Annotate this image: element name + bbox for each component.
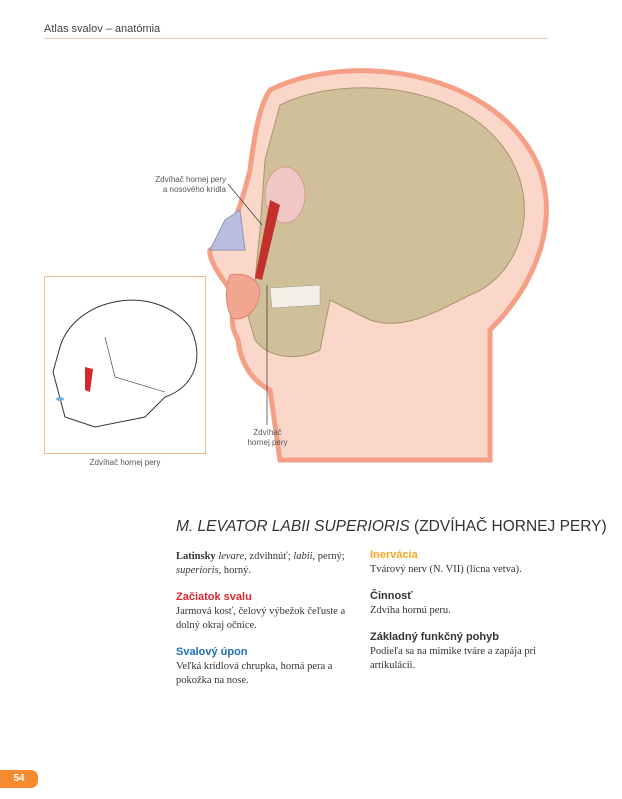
skull-line-drawing xyxy=(52,299,198,428)
label-line: Zdvíhač hornej pery xyxy=(155,175,226,184)
latin-text: , horný. xyxy=(218,565,251,576)
label-line: hornej pery xyxy=(247,438,288,447)
muscle-title: M. LEVATOR LABII SUPERIORIS (ZDVÍHAČ HOR… xyxy=(176,518,607,536)
innervation-heading: Inervácia xyxy=(370,549,418,561)
head-illustration xyxy=(207,68,549,463)
header-divider xyxy=(44,38,548,39)
title-latin: M. LEVATOR LABII SUPERIORIS xyxy=(176,518,410,535)
tooth-row xyxy=(269,284,321,309)
label-line: a nosového krídla xyxy=(162,185,226,194)
inset-caption: Zdvíhač hornej pery xyxy=(89,458,161,467)
skull-inset xyxy=(44,276,206,454)
latin-word: labii xyxy=(293,551,313,562)
page-number-badge: 54 xyxy=(0,770,38,788)
label-line: Zdvíhač xyxy=(253,428,282,437)
movement-heading: Základný funkčný pohyb xyxy=(370,631,499,643)
movement-text: Podieľa sa na mimike tváre a zapája pri … xyxy=(370,646,537,671)
latin-etymology: Latinsky levare, zdvihnúť; labii, perný;… xyxy=(176,550,356,578)
running-header: Atlas svalov – anatómia xyxy=(44,23,161,35)
nose-cartilage xyxy=(209,209,246,251)
left-column: Latinsky levare, zdvihnúť; labii, perný;… xyxy=(176,550,356,700)
label-levator-alaeque: Zdvíhač hornej pery a nosového krídla xyxy=(150,175,226,195)
latin-text: , zdvihnúť; xyxy=(244,551,294,562)
latin-word: superioris xyxy=(176,565,219,576)
insertion-heading: Svalový úpon xyxy=(176,646,248,658)
insertion-text: Veľká krídlová chrupka, horná pera a pok… xyxy=(176,661,333,686)
levator-muscle xyxy=(255,200,280,280)
latin-word: levare xyxy=(218,551,245,562)
title-local: (ZDVÍHAČ HORNEJ PERY) xyxy=(414,518,607,535)
action-text: Zdvíha hornú peru. xyxy=(370,605,451,616)
action-heading: Činnosť xyxy=(370,590,413,602)
origin-heading: Začiatok svalu xyxy=(176,591,252,603)
latin-text: , perný; xyxy=(312,551,345,562)
innervation-text: Tvárový nerv (N. VII) (lícna vetva). xyxy=(370,564,522,575)
latin-label: Latinsky xyxy=(176,551,216,562)
origin-text: Jarmová kosť, čelový výbežok čeľuste a d… xyxy=(176,606,346,631)
lips xyxy=(226,273,261,320)
label-levator-labii: Zdvíhač hornej pery xyxy=(245,428,290,448)
